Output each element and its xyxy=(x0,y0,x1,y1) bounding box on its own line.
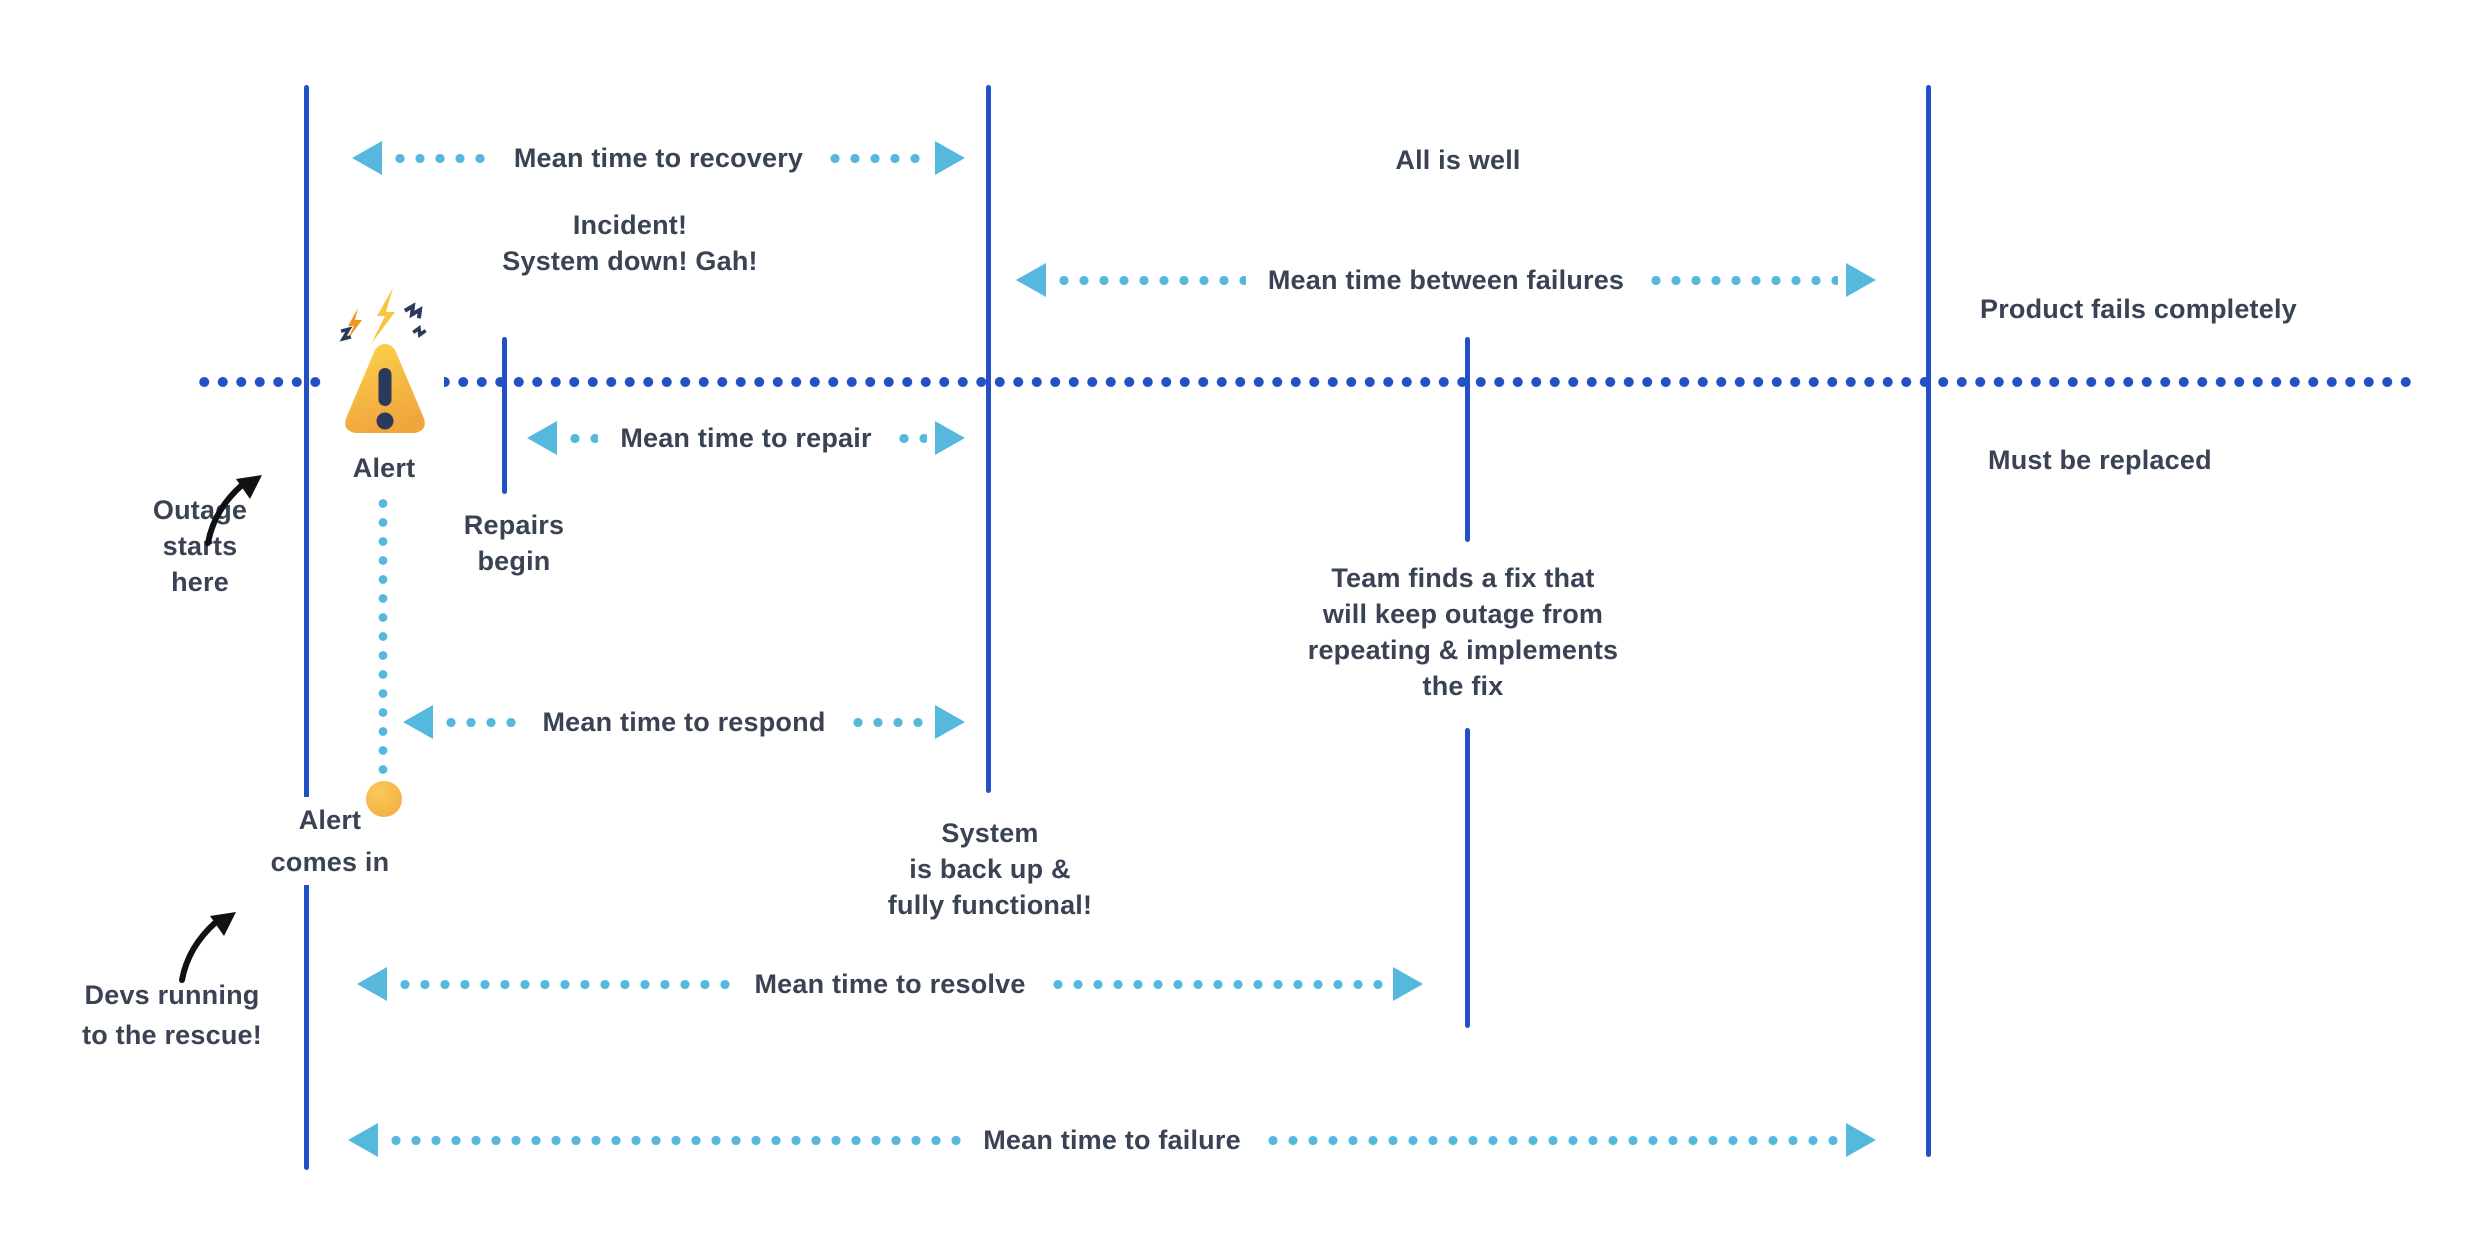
arrowhead-right-icon xyxy=(1393,967,1423,1001)
dotted-segment xyxy=(825,153,927,163)
mean-time-to-repair-arrow: Mean time to repair xyxy=(527,421,965,455)
arrowhead-left-icon xyxy=(352,141,382,175)
dotted-segment xyxy=(386,1135,962,1145)
product-fails-note: Product fails completely xyxy=(1980,294,2297,324)
arrowhead-left-icon xyxy=(348,1123,378,1157)
outage-start-line xyxy=(304,85,309,1170)
dotted-segment xyxy=(395,979,733,989)
main-dotted-timeline xyxy=(195,377,2411,387)
arrowhead-right-icon xyxy=(935,421,965,455)
all-is-well-note: All is well xyxy=(1395,145,1521,175)
dotted-segment xyxy=(847,717,927,727)
incident-note: Incident! System down! Gah! xyxy=(502,210,758,276)
arrowhead-right-icon xyxy=(935,705,965,739)
dotted-segment xyxy=(1646,275,1838,285)
fix-implemented-line-lower xyxy=(1465,728,1470,1028)
alert-dot-icon xyxy=(366,781,402,817)
repairs-begin-note: Repairs begin xyxy=(463,510,565,576)
product-failure-line xyxy=(1926,85,1931,1157)
devs-running-note: Devs running to the rescue! xyxy=(82,980,262,1050)
warning-triangle-icon xyxy=(322,286,444,452)
mean-time-between-failures-arrow: Mean time between failures xyxy=(1016,263,1876,297)
dotted-segment xyxy=(565,433,599,443)
arrowhead-left-icon xyxy=(527,421,557,455)
curved-arrow-icon xyxy=(179,912,236,983)
mean-time-to-resolve-arrow: Mean time to resolve xyxy=(357,967,1423,1001)
arrow-label: Mean time between failures xyxy=(1267,264,1625,295)
mean-time-to-respond-arrow: Mean time to respond xyxy=(403,705,965,739)
arrowhead-right-icon xyxy=(935,141,965,175)
curved-arrow-icon xyxy=(205,475,262,546)
alert-label: Alert xyxy=(352,453,416,483)
mean-time-to-recovery-arrow: Mean time to recovery xyxy=(352,141,965,175)
arrow-label: Mean time to resolve xyxy=(754,968,1026,999)
dotted-segment xyxy=(390,153,492,163)
arrow-label: Mean time to failure xyxy=(983,1124,1241,1155)
arrowhead-right-icon xyxy=(1846,263,1876,297)
fix-implemented-line-upper xyxy=(1465,337,1470,542)
team-fix-note: Team finds a fix that will keep outage f… xyxy=(1307,563,1619,701)
dotted-segment xyxy=(1054,275,1246,285)
arrowhead-left-icon xyxy=(403,705,433,739)
repairs-begin-tick xyxy=(502,337,507,494)
arrowhead-left-icon xyxy=(357,967,387,1001)
must-be-replaced-note: Must be replaced xyxy=(1988,445,2212,475)
arrowhead-right-icon xyxy=(1846,1123,1877,1157)
system-restored-line xyxy=(986,85,991,793)
dotted-segment xyxy=(441,717,521,727)
system-back-note: System is back up & fully functional! xyxy=(887,818,1093,920)
arrowhead-left-icon xyxy=(1016,263,1046,297)
arrow-label: Mean time to recovery xyxy=(513,142,804,173)
dotted-segment xyxy=(893,433,927,443)
dotted-segment xyxy=(1047,979,1385,989)
arrow-label: Mean time to repair xyxy=(620,422,872,453)
arrow-label: Mean time to respond xyxy=(542,706,826,737)
alert-connector-dotted-line xyxy=(378,494,388,782)
dotted-segment xyxy=(1262,1135,1839,1145)
mean-time-to-failure-arrow: Mean time to failure xyxy=(348,1123,1877,1157)
